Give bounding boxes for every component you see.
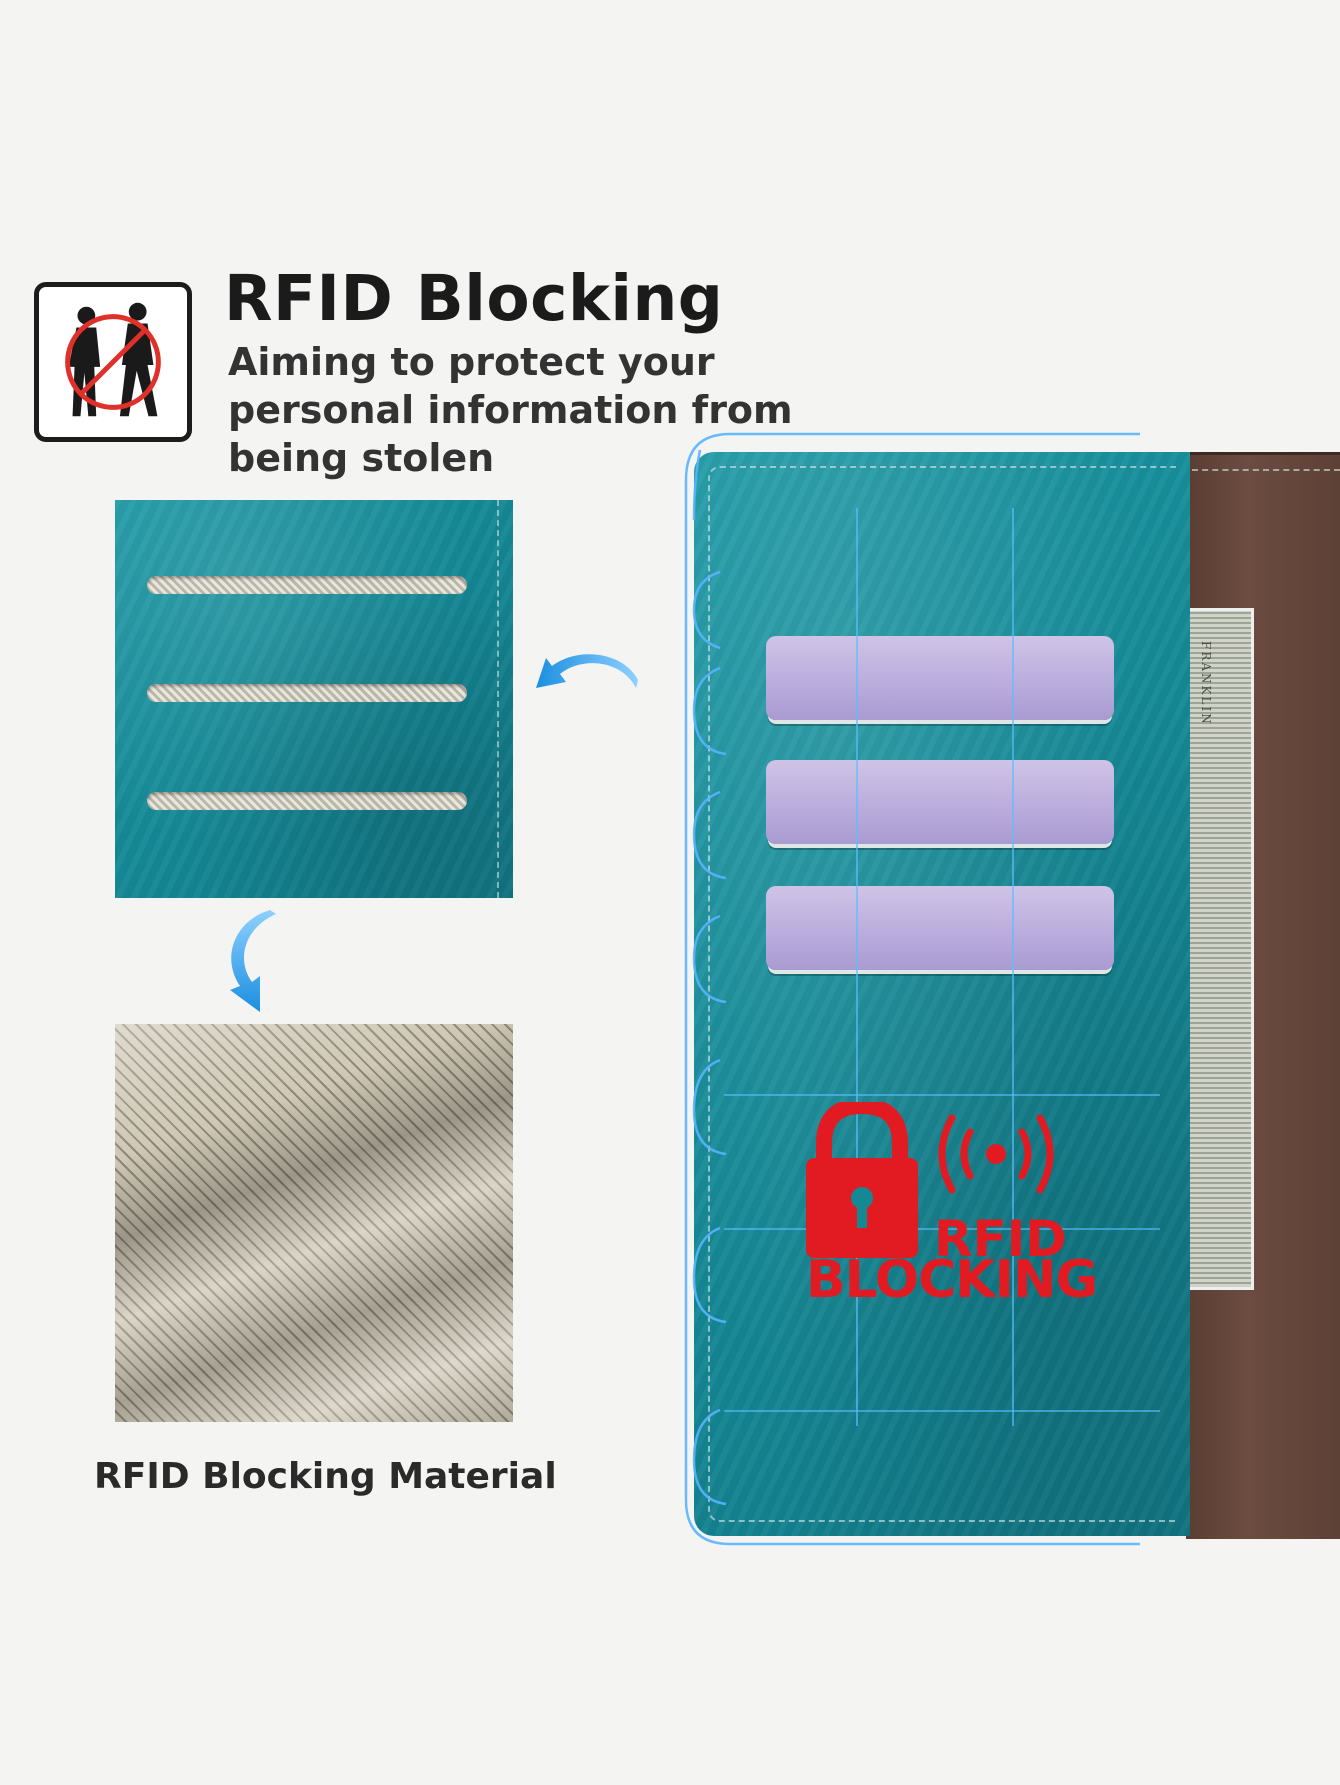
card-slot-slit — [147, 684, 467, 702]
stitching — [497, 500, 499, 898]
guide-line — [856, 508, 858, 1426]
guide-line — [724, 1410, 1160, 1412]
page-title: RFID Blocking — [224, 262, 724, 335]
card-slot-closeup-image — [115, 500, 513, 898]
curved-arrow-down-icon — [226, 910, 296, 1016]
signal-icon — [938, 1114, 1054, 1194]
card-slot-slit — [147, 576, 467, 594]
guide-line — [724, 1228, 1160, 1230]
pocket-outline-overlay — [684, 432, 1140, 1546]
material-caption: RFID Blocking Material — [94, 1456, 557, 1497]
rfid-blocking-badge: RFID BLOCKING — [800, 1102, 1098, 1317]
stitching — [708, 466, 1176, 1522]
badge-text-line2: BLOCKING — [806, 1250, 1098, 1310]
rfid-material-image — [115, 1024, 513, 1422]
curved-arrow-left-icon — [532, 648, 642, 718]
card-slot-slit — [147, 792, 467, 810]
card-in-slot — [766, 760, 1114, 844]
card-in-slot — [766, 636, 1114, 720]
banknote-text: FRANKLIN — [1199, 641, 1213, 726]
no-theft-icon — [34, 282, 192, 442]
banknote: FRANKLIN — [1186, 608, 1254, 1290]
badge-text-line1: RFID — [934, 1210, 1067, 1268]
guide-line — [724, 1094, 1160, 1096]
card-in-slot — [766, 886, 1114, 970]
guide-line — [1012, 508, 1014, 1426]
page-subtitle: Aiming to protect your personal informat… — [228, 340, 793, 480]
wallet-card-panel — [694, 452, 1190, 1536]
padlock-icon — [806, 1102, 918, 1258]
